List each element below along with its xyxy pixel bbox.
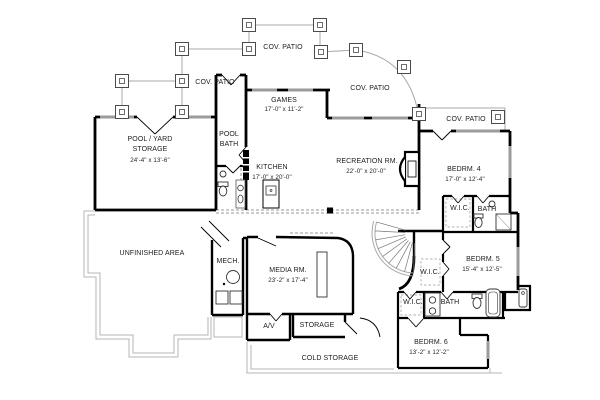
closet-shelving xyxy=(400,198,471,316)
label-media: MEDIA RM. xyxy=(269,267,306,274)
label-pool-bath-1: POOL xyxy=(219,131,239,138)
media-screen xyxy=(316,251,328,298)
dims-bedroom5: 15'-4" x 12'-5" xyxy=(462,266,502,273)
label-pool-yard-storage-2: STORAGE xyxy=(133,146,168,153)
label-unfinished: UNFINISHED AREA xyxy=(120,250,185,257)
unfinished-area-outline xyxy=(83,210,212,358)
dims-media: 23'-2" x 17'-4" xyxy=(268,277,308,284)
label-storage: STORAGE xyxy=(300,322,335,329)
dims-bedroom4: 17'-0" x 12'-4" xyxy=(445,176,485,183)
label-bath4: BATH xyxy=(478,206,497,213)
dims-recreation: 22'-0" x 20'-0" xyxy=(346,168,386,175)
label-av: A/V xyxy=(263,323,275,330)
label-bath5: BATH xyxy=(441,299,460,306)
label-bedroom4: BEDRM. 4 xyxy=(447,166,481,173)
label-cov-patio-top: COV. PATIO xyxy=(263,44,303,51)
label-bedroom6: BEDRM. 6 xyxy=(414,339,448,346)
label-cov-patio-mid: COV. PATIO xyxy=(350,85,390,92)
label-wic4: W.I.C. xyxy=(450,205,470,212)
dims-bedroom6: 13'-2" x 12'-2" xyxy=(409,349,449,356)
kitchen-appliances xyxy=(235,150,250,209)
kitchen-island xyxy=(262,179,280,209)
curved-stair xyxy=(371,221,415,277)
label-pool-bath-2: BATH xyxy=(220,141,239,148)
label-cov-patio-right: COV. PATIO xyxy=(446,116,486,123)
bath5-fixtures xyxy=(424,288,528,318)
label-cold-storage: COLD STORAGE xyxy=(302,355,359,362)
cold-storage-outline xyxy=(213,316,502,374)
label-mech: MECH. xyxy=(216,258,239,265)
label-bedroom5: BEDRM. 5 xyxy=(466,256,500,263)
fireplace xyxy=(398,150,421,188)
pool-bath-fixtures xyxy=(217,170,229,197)
label-wic5: W.I.C. xyxy=(420,269,440,276)
label-recreation: RECREATION RM. xyxy=(336,158,398,165)
door-swings xyxy=(136,74,490,338)
dims-pool-yard-storage: 24'-4" x 13'-6" xyxy=(130,157,170,164)
dims-games: 17'-0" x 11'-2" xyxy=(264,106,303,113)
room-labels: COV. PATIO COV. PATIO COV. PATIO COV. PA… xyxy=(120,44,502,362)
dims-kitchen: 17'-0" x 20'-0" xyxy=(252,174,292,181)
mech-equipment xyxy=(215,270,243,305)
label-kitchen: KITCHEN xyxy=(256,164,287,171)
beam-dashed-lines xyxy=(216,168,419,234)
label-cov-patio-left: COV. PATIO xyxy=(195,79,235,86)
bath4-fixtures xyxy=(473,200,512,231)
label-games: GAMES xyxy=(271,97,297,104)
label-pool-yard-storage-1: POOL / YARD xyxy=(128,136,173,143)
label-wic5b: W.I.C. xyxy=(403,299,423,306)
